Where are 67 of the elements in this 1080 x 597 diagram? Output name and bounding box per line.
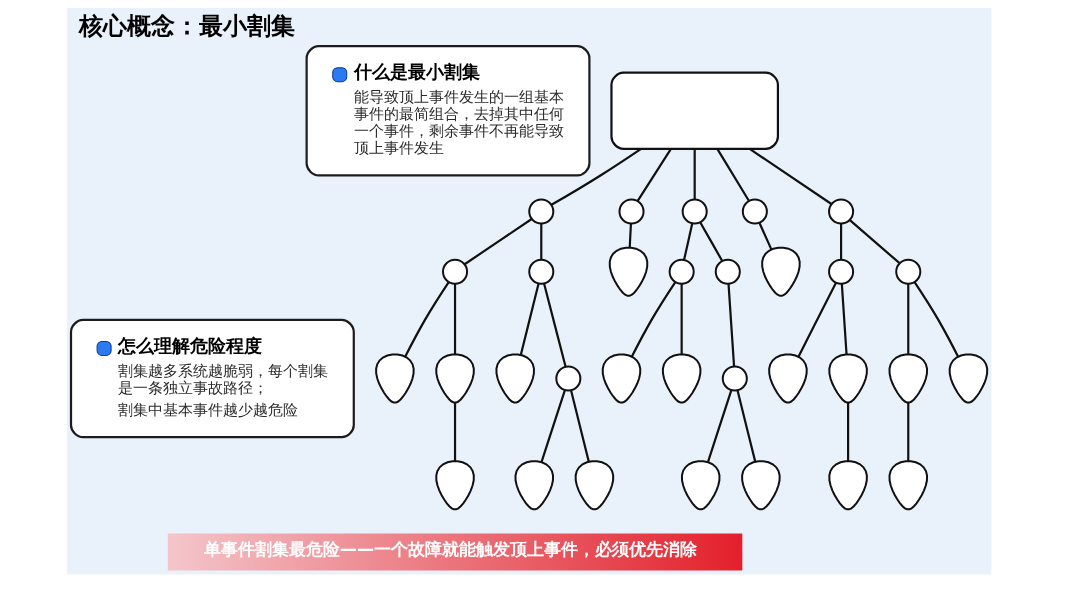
connector bbox=[913, 281, 960, 358]
connector bbox=[847, 402, 850, 462]
node-teardrop bbox=[888, 353, 929, 404]
connector bbox=[630, 281, 677, 358]
connector bbox=[727, 283, 736, 367]
node-circle bbox=[528, 258, 555, 285]
node-teardrop bbox=[435, 353, 475, 404]
node-circle bbox=[618, 198, 645, 225]
connector bbox=[519, 283, 540, 356]
connector bbox=[569, 390, 590, 462]
connector bbox=[706, 390, 733, 463]
connector bbox=[907, 402, 910, 462]
node-circle bbox=[714, 258, 741, 285]
node-circle bbox=[442, 258, 469, 285]
connector bbox=[849, 219, 900, 264]
node-teardrop bbox=[514, 460, 554, 511]
connector bbox=[453, 283, 457, 355]
connector bbox=[628, 223, 633, 248]
connector bbox=[550, 148, 642, 206]
connector bbox=[464, 218, 533, 266]
node-teardrop bbox=[601, 353, 642, 404]
connector bbox=[797, 282, 837, 358]
node-box: 什么是最小割集 能导致顶上事件发生的一组基本事件的最简组合，去掉其中任何一个事件，剩余事件不再能导致顶上事件发生 bbox=[305, 45, 591, 177]
connector bbox=[736, 390, 757, 462]
node-teardrop bbox=[768, 353, 808, 404]
diagram-title: 核心概念：最小割集 bbox=[79, 12, 296, 41]
node-teardrop bbox=[741, 460, 781, 511]
node-circle bbox=[828, 258, 855, 285]
node-teardrop bbox=[680, 460, 721, 511]
node-teardrop bbox=[375, 353, 415, 404]
node-circle bbox=[668, 258, 695, 285]
node-teardrop bbox=[828, 460, 868, 511]
connector bbox=[840, 223, 843, 260]
connector bbox=[716, 148, 750, 202]
node-circle bbox=[721, 365, 748, 392]
node-teardrop bbox=[948, 353, 989, 404]
connector bbox=[404, 281, 450, 358]
node-teardrop bbox=[661, 353, 702, 404]
node-teardrop bbox=[761, 246, 801, 297]
node-teardrop bbox=[888, 460, 929, 511]
connector bbox=[540, 223, 543, 260]
node-circle bbox=[528, 198, 555, 225]
connector bbox=[840, 283, 848, 355]
node-circle bbox=[741, 198, 768, 225]
node-teardrop bbox=[608, 246, 649, 297]
connector bbox=[453, 402, 457, 462]
connector bbox=[699, 221, 724, 262]
node-teardrop bbox=[574, 460, 615, 511]
node-circle bbox=[555, 365, 582, 392]
connector bbox=[636, 148, 672, 202]
node-teardrop bbox=[495, 353, 535, 404]
connector bbox=[543, 283, 567, 367]
connector bbox=[693, 149, 696, 200]
node-teardrop bbox=[828, 353, 868, 404]
connector bbox=[758, 222, 773, 250]
node-box: 单事件割集最危险——一个故障就能触发顶上事件，必须优先消除 bbox=[167, 533, 743, 571]
node-box: 怎么理解危险程度 割集越多系统越脆弱，每个割集是一条独立事故路径； 割集中基本事件越少越危险 bbox=[69, 318, 355, 439]
connector bbox=[907, 283, 910, 355]
node-circle bbox=[828, 198, 855, 225]
connector bbox=[540, 390, 566, 463]
node-teardrop bbox=[435, 460, 475, 511]
connector bbox=[680, 283, 683, 355]
node-box bbox=[610, 71, 780, 150]
connector bbox=[749, 148, 833, 205]
node-circle bbox=[681, 198, 708, 225]
node-circle bbox=[895, 258, 922, 285]
connector bbox=[683, 223, 694, 261]
